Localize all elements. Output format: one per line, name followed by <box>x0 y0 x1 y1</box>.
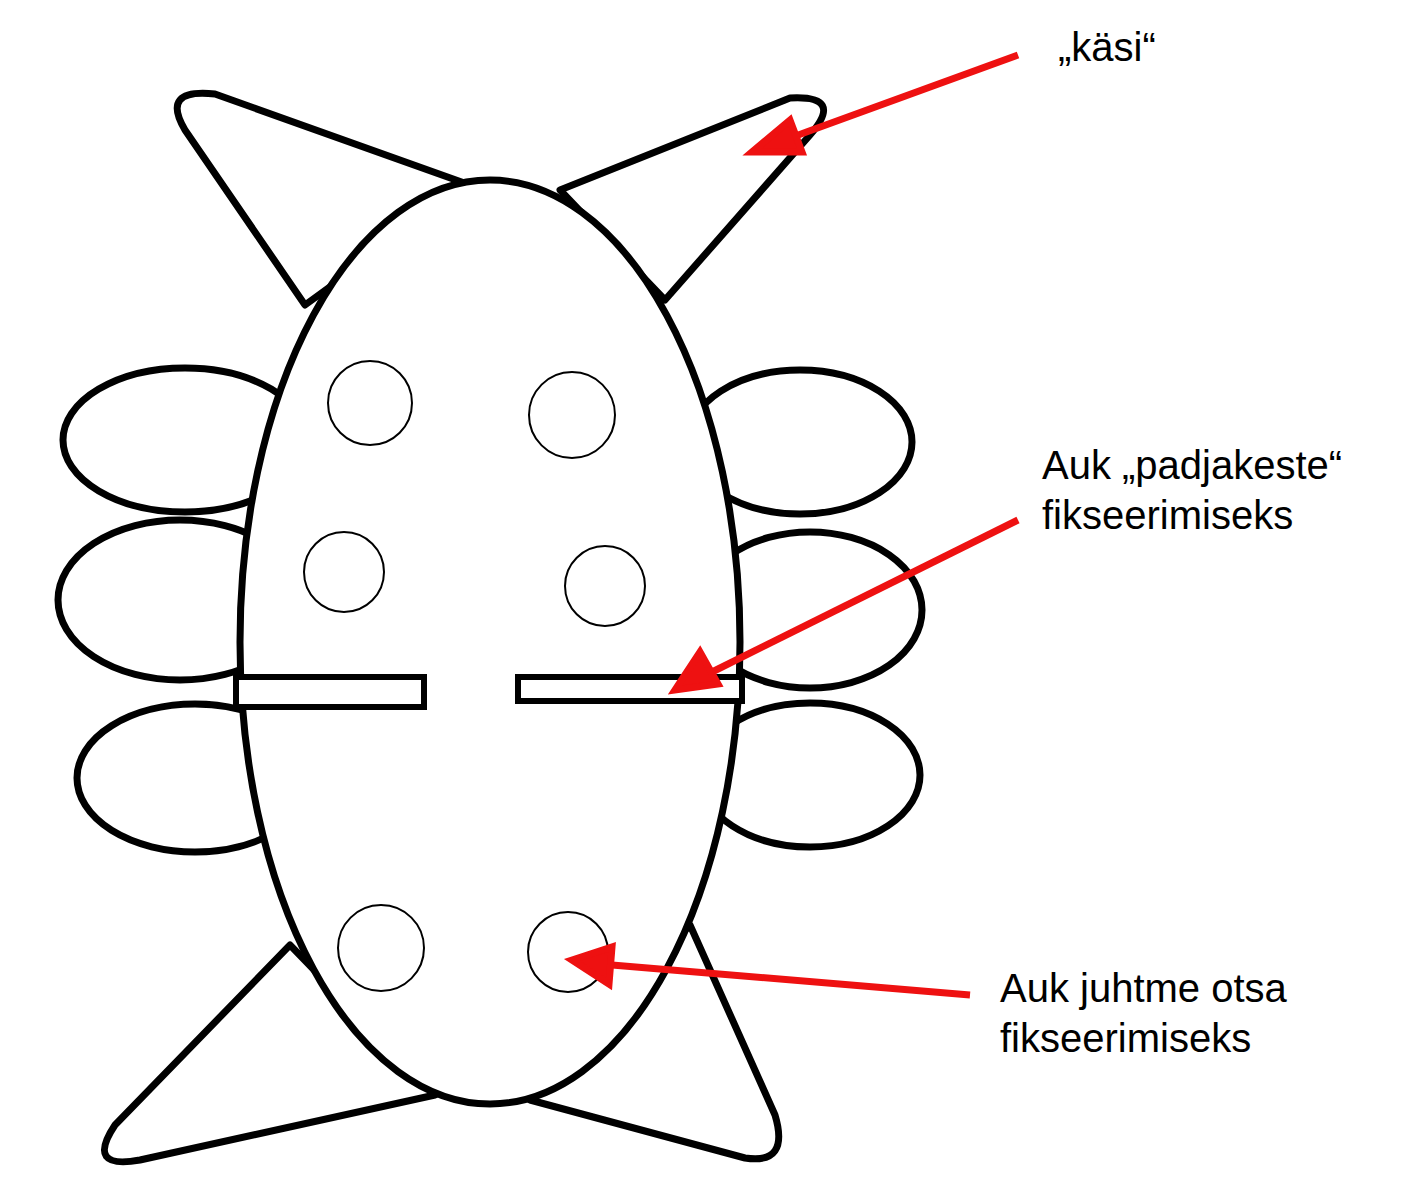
hole <box>304 532 384 612</box>
leader-line <box>790 55 1018 138</box>
hole <box>338 905 424 991</box>
body <box>240 180 740 1104</box>
arrowhead <box>752 120 802 152</box>
slots <box>236 677 742 707</box>
callout-label: Auk juhtme otsa fikseerimiseks <box>1000 963 1380 1063</box>
arrowhead <box>572 947 612 984</box>
arrowhead <box>675 652 718 690</box>
hole <box>565 546 645 626</box>
callout-label: „käsi“ <box>1058 22 1358 72</box>
leader-line <box>712 520 1018 672</box>
callout-label: Auk „padjakeste“ fikseerimiseks <box>1042 440 1414 540</box>
leader-arrows <box>572 55 1018 995</box>
hole <box>328 361 412 445</box>
slot <box>236 677 424 707</box>
leader-line <box>612 965 970 995</box>
hole <box>529 372 615 458</box>
arms <box>58 93 922 1162</box>
